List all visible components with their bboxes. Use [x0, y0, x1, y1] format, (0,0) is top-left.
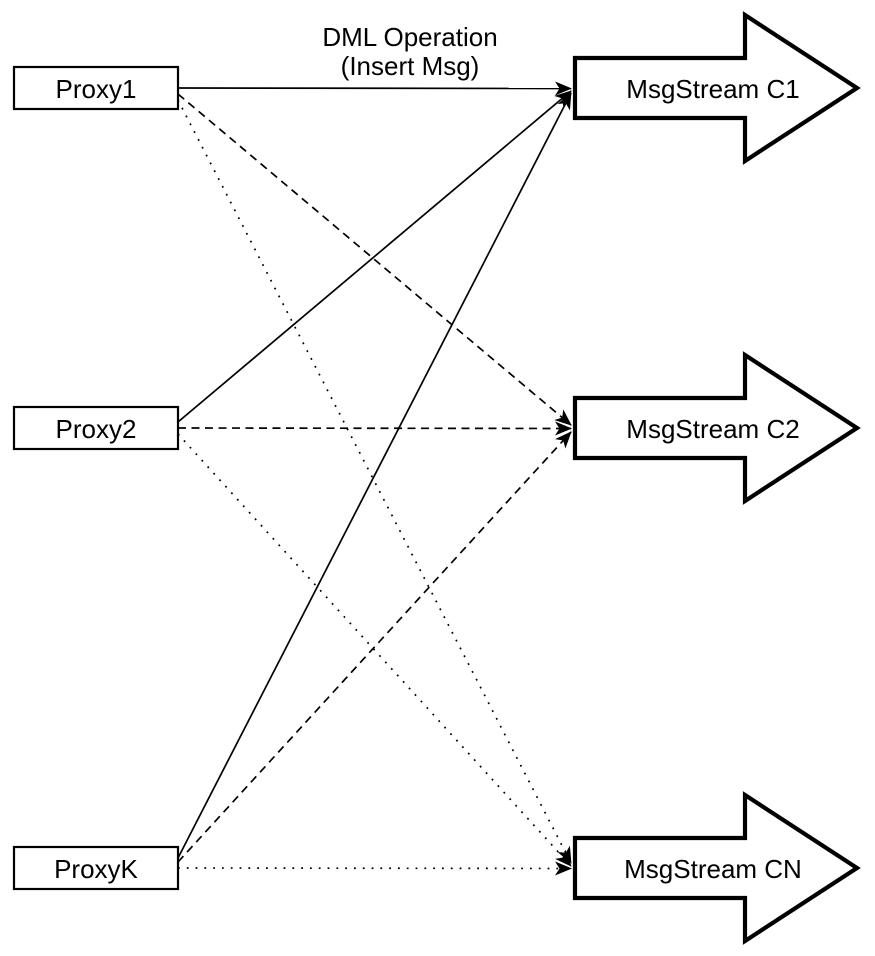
proxy-nodes — [12, 65, 180, 891]
msgstream-cn-label: MsgStream CN — [624, 854, 802, 884]
connection-proxyk-msgstream-cn — [177, 861, 572, 876]
proxy1-label: Proxy1 — [56, 74, 137, 104]
proxy2-box — [12, 405, 180, 451]
connection-proxy1-msgstream-cn — [177, 99, 572, 864]
connections — [177, 81, 572, 876]
msgstream-c2-arrow-shape — [572, 351, 861, 505]
connection-proxy2-msgstream-c2 — [177, 421, 572, 436]
msgstream-c1-arrow-shape — [572, 11, 861, 165]
connection-proxy2-msgstream-cn — [177, 433, 572, 867]
connection-proxy1-msgstream-c2 — [177, 93, 572, 426]
msgstream-cn-arrow-shape — [572, 791, 861, 945]
msgstream-c2-label: MsgStream C2 — [626, 414, 799, 444]
proxy2-label: Proxy2 — [56, 414, 137, 444]
proxy1-box — [12, 65, 180, 111]
proxyk-box — [12, 845, 180, 891]
connection-proxy2-msgstream-c1 — [177, 90, 572, 423]
connection-proxy1-msgstream-c1 — [177, 81, 572, 96]
dml-operation-annotation-line2: (Insert Msg) — [341, 51, 480, 81]
msgstream-c1-label: MsgStream C1 — [626, 74, 799, 104]
connection-proxyk-msgstream-c2 — [177, 431, 572, 863]
stream-shapes — [572, 11, 861, 945]
connection-proxyk-msgstream-c1 — [177, 92, 572, 859]
proxyk-label: ProxyK — [54, 854, 138, 884]
dml-operation-annotation-line1: DML Operation — [322, 22, 497, 52]
